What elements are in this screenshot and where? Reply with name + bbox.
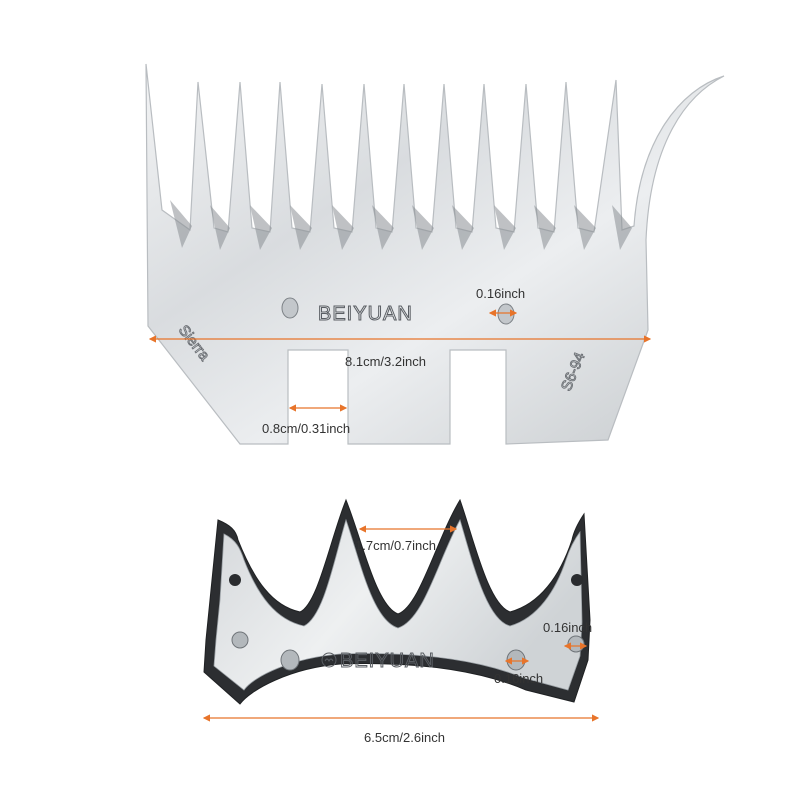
comb-brand: BEIYUAN	[318, 303, 413, 325]
dimension-labels: 8.1cm/3.2inch 0.16inch 0.8cm/0.31inch 1.…	[262, 286, 592, 745]
comb-hole-left	[281, 297, 299, 319]
label-comb-hole: 0.16inch	[476, 286, 525, 301]
cutter-logo-icon	[321, 652, 337, 668]
cutter-hole-top-right	[571, 574, 583, 586]
cutter-hole-left	[231, 631, 249, 649]
label-cutter-hole-right: 0.16inch	[543, 620, 592, 635]
label-comb-slot: 0.8cm/0.31inch	[262, 421, 350, 436]
cutter-hole-top-left	[229, 574, 241, 586]
label-cutter-hole-center: 0.16inch	[494, 671, 543, 686]
label-cutter-width: 6.5cm/2.6inch	[364, 730, 445, 745]
label-cutter-gap: 1.7cm/0.7inch	[355, 538, 436, 553]
cutter-hole-center-left	[280, 649, 300, 671]
cutter-hole-right	[567, 635, 585, 653]
comb-hole-right	[497, 303, 515, 325]
cutter-hole-center-right	[506, 649, 526, 671]
dimension-markers	[148, 309, 652, 722]
label-comb-width: 8.1cm/3.2inch	[345, 354, 426, 369]
comb-tooth-grooves	[170, 200, 632, 250]
cutter-brand: BEIYUAN	[340, 650, 435, 672]
comb-blade: BEIYUAN Sierra S6-94	[145, 63, 725, 445]
